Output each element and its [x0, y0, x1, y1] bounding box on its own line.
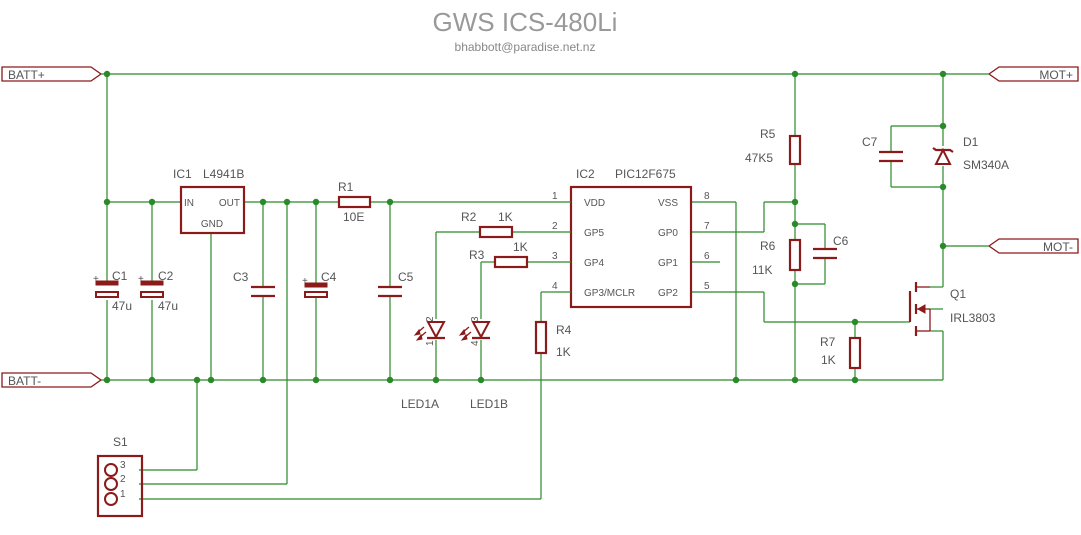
ic2-pin4-num: 4	[552, 281, 558, 292]
r5-ref: R5	[760, 127, 776, 141]
port-mot-neg: MOT-	[987, 238, 1079, 254]
port-mot-pos: MOT+	[987, 66, 1079, 82]
ic2-value: PIC12F675	[615, 167, 676, 181]
r7-ref: R7	[820, 335, 836, 349]
ic2-pin7-name: GP0	[658, 228, 678, 239]
schematic-subtitle: bhabbott@paradise.net.nz	[455, 40, 596, 54]
ic2-pin3-name: GP4	[584, 258, 604, 269]
c2-ref: C2	[158, 269, 174, 283]
s1-pin-2: 2	[120, 474, 126, 485]
q1-ref: Q1	[950, 287, 966, 301]
svg-text:+: +	[93, 274, 99, 285]
ic2-pin5-num: 5	[704, 281, 710, 292]
ic2-pin7-num: 7	[704, 221, 710, 232]
ic2-pin3-num: 3	[552, 251, 558, 262]
ic1-value: L4941B	[203, 167, 244, 181]
r3-ref: R3	[469, 248, 485, 262]
c1-value: 47u	[112, 299, 132, 313]
resistor-r6: R6 11K	[752, 238, 802, 277]
resistor-r1: R1 10E	[337, 180, 372, 224]
ic2-pin5-name: GP2	[658, 288, 678, 299]
led-led1a: 2 1 LED1A	[401, 316, 446, 411]
ic2-pin2-name: GP5	[584, 228, 604, 239]
c6-ref: C6	[833, 234, 849, 248]
capacitor-c2: + C2 47u	[138, 269, 178, 313]
s1-ref: S1	[113, 435, 128, 449]
ic1-pin-in: IN	[184, 198, 194, 209]
led1a-pin-cathode: 1	[425, 340, 436, 346]
led1b-pin-cathode: 4	[470, 340, 481, 346]
port-mot-pos-label: MOT+	[1039, 68, 1073, 82]
resistor-r2: R2 1K	[461, 210, 514, 239]
r2-ref: R2	[461, 210, 477, 224]
port-batt-neg-label: BATT-	[8, 374, 41, 388]
r3-value: 1K	[513, 240, 528, 254]
resistor-r5: R5 47K5	[745, 127, 802, 166]
connector-s1: S1 3 2 1	[96, 435, 144, 518]
led-led1b: 3 4 LED1B	[458, 316, 508, 411]
ic2-pin2-num: 2	[552, 221, 558, 232]
port-batt-neg: BATT-	[1, 372, 103, 388]
ic2-pin8-num: 8	[704, 191, 710, 202]
capacitor-c1: + C1 47u	[93, 269, 132, 313]
led1b-pin-anode: 3	[470, 316, 481, 322]
s1-pin-3: 3	[120, 460, 126, 471]
d1-ref: D1	[963, 135, 979, 149]
ic1-pin-out: OUT	[219, 198, 240, 209]
ic2-pin1-num: 1	[552, 191, 558, 202]
port-mot-neg-label: MOT-	[1043, 240, 1073, 254]
capacitor-c3: C3	[233, 270, 275, 298]
c3-ref: C3	[233, 270, 249, 284]
r6-ref: R6	[760, 239, 776, 253]
r2-value: 1K	[498, 210, 513, 224]
microcontroller-ic2: IC2 PIC12F675 1 VDD 2 GP5 3 GP4 4 GP3/MC…	[552, 167, 710, 309]
r1-value: 10E	[343, 210, 364, 224]
r4-value: 1K	[556, 345, 571, 359]
junctions	[103, 70, 947, 384]
c4-ref: C4	[321, 270, 337, 284]
c2-value: 47u	[158, 299, 178, 313]
led1b-ref: LED1B	[470, 397, 508, 411]
ic2-pin4-name: GP3/MCLR	[584, 288, 635, 299]
capacitor-c7: C7	[862, 135, 903, 163]
wires	[101, 73, 989, 500]
svg-text:+: +	[138, 274, 144, 285]
d1-value: SM340A	[963, 158, 1009, 172]
capacitor-c4: + C4	[302, 270, 337, 298]
ic2-pin8-name: VSS	[658, 198, 678, 209]
capacitor-c6: C6	[813, 234, 849, 260]
r7-value: 1K	[821, 353, 836, 367]
resistor-r3: R3 1K	[469, 240, 529, 269]
capacitor-c5: C5	[378, 270, 414, 298]
r1-ref: R1	[338, 180, 354, 194]
ic2-pin1-name: VDD	[584, 198, 605, 209]
r5-value: 47K5	[745, 151, 773, 165]
svg-text:+: +	[302, 276, 308, 287]
c5-ref: C5	[398, 270, 414, 284]
led1a-pin-anode: 2	[425, 316, 436, 322]
r6-value: 11K	[752, 263, 772, 277]
schematic-title: GWS ICS-480Li	[433, 7, 618, 37]
led1a-ref: LED1A	[401, 397, 439, 411]
ic1-ref: IC1	[173, 167, 192, 181]
zener-diode-d1: D1 SM340A	[932, 135, 1009, 172]
q1-value: IRL3803	[950, 311, 996, 325]
c1-ref: C1	[112, 269, 128, 283]
ic2-pin6-num: 6	[704, 251, 710, 262]
port-batt-pos: BATT+	[1, 66, 103, 82]
mosfet-q1: Q1 IRL3803	[906, 282, 996, 336]
s1-pin-1: 1	[120, 489, 126, 500]
c7-ref: C7	[862, 135, 878, 149]
port-batt-pos-label: BATT+	[8, 68, 45, 82]
resistor-r7: R7 1K	[820, 335, 862, 370]
ic1-pin-gnd: GND	[201, 219, 223, 230]
resistor-r4: R4 1K	[534, 320, 572, 359]
r4-ref: R4	[556, 323, 572, 337]
regulator-ic1: IC1 L4941B IN OUT GND	[173, 167, 246, 235]
ic2-ref: IC2	[576, 167, 595, 181]
ic2-pin6-name: GP1	[658, 258, 678, 269]
